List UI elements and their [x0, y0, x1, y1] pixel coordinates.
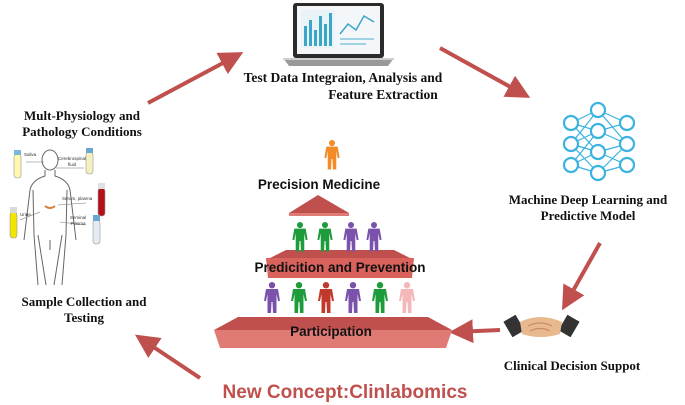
- pyramid-tier1-shape: [289, 195, 349, 213]
- pyramid: [214, 195, 452, 348]
- label-new-concept: New Concept:Clinlabomics: [222, 382, 468, 403]
- label-sample-collection: Sample Collection and Testing: [0, 294, 168, 327]
- arrow-concept-to-left: [135, 334, 202, 380]
- label-machine-learning: Machine Deep Learning and Predictive Mod…: [495, 192, 681, 225]
- neural-network-icon: [562, 101, 636, 182]
- person-bottom-5-icon: [372, 282, 388, 313]
- person-top-icon: [324, 140, 340, 170]
- label-top-line2: Feature Extraction: [328, 86, 438, 102]
- sample-label-urine: Urine: [20, 212, 31, 217]
- sample-label-saliva: Saliva: [24, 152, 37, 157]
- sample-label-csf: Cerebrospinal fluid: [58, 156, 87, 167]
- label-clinical-decision: Clinical Decision Suppot: [503, 358, 641, 373]
- human-body-samples-icon: [9, 148, 106, 286]
- label-top-line1: Test Data Integraion, Analysis and: [243, 70, 443, 85]
- person-mid-3-icon: [343, 222, 359, 252]
- person-bottom-2-icon: [291, 282, 307, 313]
- label-sample-line1: Sample Collection and: [21, 294, 147, 309]
- label-mult-physiology: Mult-Physiology and Pathology Conditions: [2, 108, 162, 141]
- pyramid-tier3-label: Participation: [290, 324, 372, 339]
- label-sample-line2: Testing: [64, 310, 104, 326]
- arrow-left-to-top: [147, 52, 244, 105]
- pyramid-tier2-shape: [270, 250, 410, 258]
- label-phys-line1: Mult-Physiology and: [24, 108, 140, 123]
- person-mid-4-icon: [366, 222, 382, 252]
- arrow-right-to-handshake: [562, 242, 602, 311]
- person-bottom-3-icon: [318, 282, 334, 313]
- people-figures: [264, 140, 415, 313]
- pyramid-tier1-label: Precision Medicine: [257, 177, 381, 192]
- label-ml-line2: Predictive Model: [540, 208, 636, 224]
- person-bottom-1-icon: [264, 282, 280, 313]
- person-bottom-4-icon: [345, 282, 361, 313]
- person-mid-1-icon: [292, 222, 308, 252]
- arrow-top-to-right: [439, 46, 531, 98]
- arrow-handshake-to-pyramid: [449, 319, 501, 344]
- laptop-chart-icon: [283, 3, 394, 66]
- handshake-icon: [503, 314, 580, 338]
- label-phys-line2: Pathology Conditions: [22, 124, 142, 140]
- pyramid-tier3-shape: [214, 317, 452, 330]
- sample-label-seminal: Seminal Plasma: [69, 215, 87, 226]
- sample-label-serum: Serum, plasma: [62, 196, 93, 201]
- label-ml-line1: Machine Deep Learning and: [508, 192, 668, 207]
- person-bottom-6-icon: [399, 282, 415, 313]
- sample-tubes: [9, 148, 106, 245]
- cycle-arrows: [135, 46, 602, 380]
- label-test-data-integration: Test Data Integraion, Analysis and Featu…: [203, 70, 483, 104]
- pyramid-tier2-label: Predicition and Prevention: [254, 260, 426, 275]
- person-mid-2-icon: [317, 222, 333, 252]
